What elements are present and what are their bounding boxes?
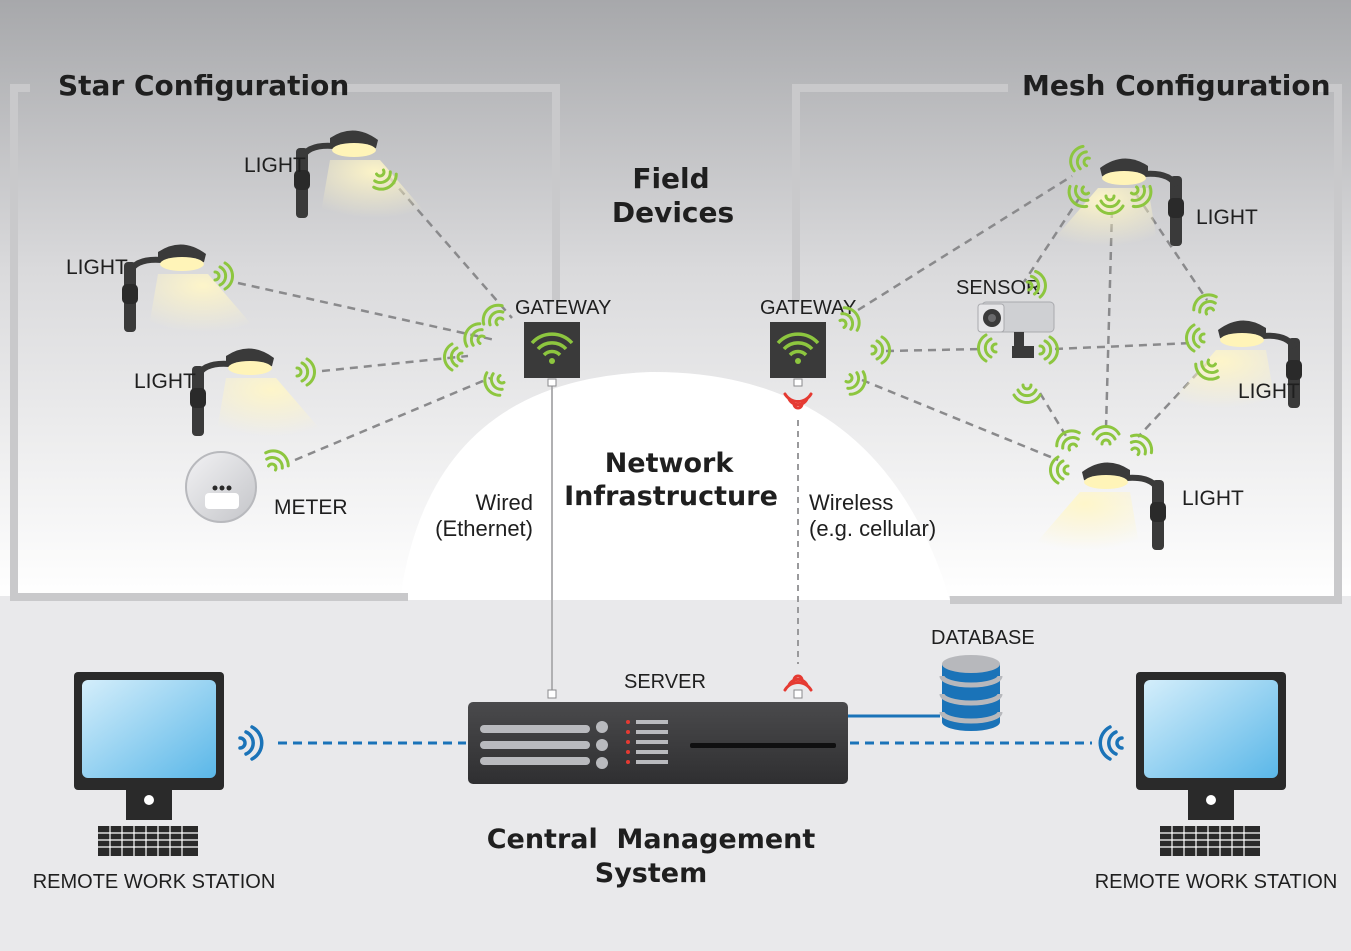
star-light-top-label: LIGHT: [244, 154, 306, 177]
field-devices-title-line2: Devices: [612, 196, 734, 229]
server-port-wireless: [793, 689, 803, 699]
wireless-label-line1: Wireless: [809, 490, 893, 515]
mesh-light-top-label: LIGHT: [1196, 206, 1258, 229]
meter-device: [185, 451, 257, 523]
database-icon: [939, 655, 1003, 731]
right-workstation: [1136, 672, 1286, 856]
left-workstation: [74, 672, 224, 856]
star-gateway-label: GATEWAY: [515, 297, 611, 319]
mesh-gateway-label: GATEWAY: [760, 297, 856, 319]
right-workstation-label: REMOTE WORK STATION: [1095, 871, 1338, 893]
star-gateway: [524, 322, 580, 387]
server-label: SERVER: [624, 671, 706, 693]
mesh-configuration-title: Mesh Configuration: [1022, 69, 1331, 102]
central-management-system-line1: Central Management: [487, 824, 816, 855]
server-port-wired: [547, 689, 557, 699]
star-light-middle-label: LIGHT: [66, 256, 128, 279]
star-configuration-title: Star Configuration: [58, 69, 349, 102]
mesh-light-right-label: LIGHT: [1238, 380, 1300, 403]
star-frame: [10, 84, 560, 601]
database-label: DATABASE: [931, 627, 1035, 649]
network-dome: [400, 371, 950, 600]
server: [468, 702, 848, 784]
network-infrastructure-line1: Network: [605, 448, 735, 479]
star-light-bottom-label: LIGHT: [134, 370, 196, 393]
wired-label-line1: Wired: [476, 490, 533, 515]
left-workstation-label: REMOTE WORK STATION: [33, 871, 276, 893]
wireless-label-line2: (e.g. cellular): [809, 516, 936, 541]
wired-label-line2: (Ethernet): [435, 516, 533, 541]
meter-label: METER: [274, 496, 348, 519]
sensor-camera: [977, 301, 1055, 358]
mesh-frame: [792, 84, 1342, 604]
central-management-system-line2: System: [595, 858, 707, 889]
sensor-label: SENSOR: [956, 277, 1040, 299]
mesh-gateway: [770, 322, 826, 387]
field-devices-title-line1: Field: [632, 162, 709, 195]
network-infrastructure-line2: Infrastructure: [564, 481, 778, 512]
mesh-light-bottom-label: LIGHT: [1182, 487, 1244, 510]
